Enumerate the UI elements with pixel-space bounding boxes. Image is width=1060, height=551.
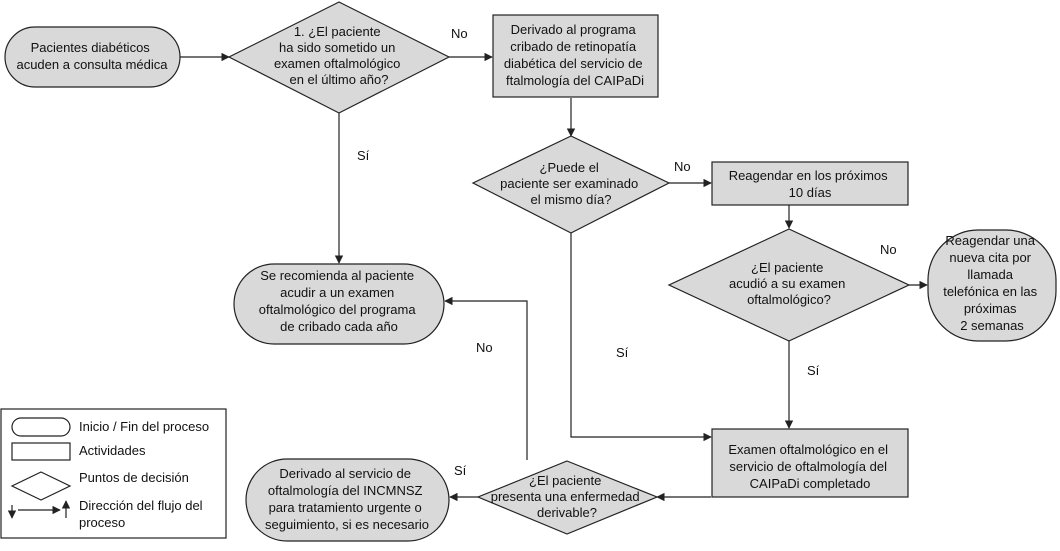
node-q3 [667, 228, 911, 342]
edge-label-q4-si: Sí [454, 463, 467, 478]
text-derived-line: cribado de retinopatía [510, 39, 637, 54]
edge-label-q3-si: Sí [807, 363, 820, 378]
text-q3-line: oftalmológico? [747, 292, 831, 307]
text-q3-line: acudió a su examen [729, 276, 845, 291]
edge-label-q2-no: No [674, 159, 691, 174]
text-exam-line: servicio de oftalmología del [729, 459, 887, 474]
legend-decision-label: Puntos de decisión [79, 470, 189, 485]
text-referred: Derivado al servicio de oftalmología del… [265, 466, 429, 532]
legend-terminal-symbol [11, 417, 71, 437]
node-reschedule10 [711, 161, 909, 206]
node-start [4, 26, 181, 88]
text-derived-line: Derivado al programa [511, 22, 637, 37]
text-reschedule2w-line: nueva cita por [949, 250, 1031, 265]
text-q3-line: ¿El paciente [751, 260, 823, 275]
text-q1: 1. ¿El paciente ha sido sometido un exam… [274, 24, 404, 87]
text-exam-line: CAIPaDi completado [750, 476, 871, 491]
edge-label-q1-si: Sí [357, 148, 370, 163]
edge-label-q3-no: No [880, 242, 897, 257]
edge-q2-to-exam [570, 233, 712, 442]
text-q1-line: 1. ¿El paciente [294, 24, 381, 39]
legend-decision-symbol [10, 471, 72, 501]
text-reschedule10-line: 10 días [789, 185, 832, 200]
text-q2: ¿Puede el paciente ser examinado el mism… [500, 160, 642, 207]
text-reschedule10-line: Reagendar en los próximos [729, 168, 888, 183]
text-q1-line: ha sido sometido un [279, 40, 395, 55]
text-q2-line: paciente ser examinado [500, 176, 638, 191]
text-q2-line: el mismo día? [531, 192, 612, 207]
text-exam-line: Examen oftalmológico en el [728, 442, 888, 457]
text-q4-line: derivable? [537, 505, 597, 520]
text-reschedule10: Reagendar en los próximos 10 días [729, 168, 892, 200]
text-q4: ¿El paciente presenta una enfermedad der… [491, 473, 644, 520]
node-reschedule2w [927, 229, 1057, 342]
node-q1 [227, 1, 451, 114]
text-referred-line: para tratamiento urgente o [269, 500, 422, 515]
text-q1-line: en el último año? [289, 72, 388, 87]
text-recommend-line: oftalmológico del programa [259, 302, 417, 317]
text-referred-line: Derivado al servicio de [279, 466, 411, 481]
text-reschedule2w: Reagendar una nueva cita por llamada tel… [943, 233, 1041, 333]
text-referred-line: seguimiento, si es necesario [265, 517, 429, 532]
text-reschedule2w-line: Reagendar una [945, 233, 1035, 248]
text-start: Pacientes diabéticos acuden a consulta m… [16, 40, 168, 72]
node-derived [492, 14, 659, 98]
text-reschedule2w-line: llamada [967, 267, 1013, 282]
text-derived-line: ftalmología del CAIPaDi [506, 73, 644, 88]
legend-flow-line: proceso [79, 515, 125, 530]
text-q3: ¿El paciente acudió a su examen oftalmol… [729, 260, 849, 307]
text-recommend-line: de cribado cada año [280, 319, 398, 334]
legend-terminal-label: Inicio / Fin del proceso [79, 419, 209, 434]
edge-label-q1-no: No [451, 26, 468, 41]
node-recommend [233, 263, 445, 345]
legend-flow-symbol [7, 500, 71, 519]
text-reschedule2w-line: telefónica en las [943, 284, 1037, 299]
legend-activity-label: Actividades [79, 443, 146, 458]
text-start-line: acuden a consulta médica [16, 57, 168, 72]
node-q2 [471, 135, 671, 234]
text-recommend-line: acudir a un examen [280, 285, 394, 300]
edge-q4-to-recommend [444, 296, 528, 460]
text-q4-line: ¿El paciente [529, 473, 601, 488]
legend-flow-line: Dirección del flujo del [79, 498, 203, 513]
text-derived: Derivado al programa cribado de retinopa… [504, 22, 646, 88]
node-q4 [476, 460, 659, 535]
text-q1-line: examen oftalmológico [274, 56, 400, 71]
legend-activity-symbol [11, 442, 71, 461]
text-referred-line: oftalmología del INCMNSZ [268, 483, 423, 498]
connectors [180, 52, 928, 502]
text-exam: Examen oftalmológico en el servicio de o… [728, 442, 891, 491]
text-derived-line: diabética del servicio de [504, 56, 643, 71]
legend: Inicio / Fin del proceso Actividades Pun… [0, 408, 227, 539]
text-reschedule2w-line: 2 semanas [960, 318, 1024, 333]
edge-label-q2-si: Sí [616, 345, 629, 360]
legend-flow-label: Dirección del flujo del proceso [79, 498, 206, 530]
text-recommend-line: Se recomienda al paciente [260, 268, 414, 283]
text-recommend: Se recomienda al paciente acudir a un ex… [259, 268, 419, 334]
node-referred [245, 458, 450, 542]
text-q2-line: ¿Puede el [540, 160, 599, 175]
text-q4-line: presenta una enfermedad [491, 489, 640, 504]
text-reschedule2w-line: próximas [964, 301, 1017, 316]
text-start-line: Pacientes diabéticos [31, 40, 151, 55]
node-exam [711, 428, 909, 498]
edge-label-q4-no: No [476, 340, 493, 355]
